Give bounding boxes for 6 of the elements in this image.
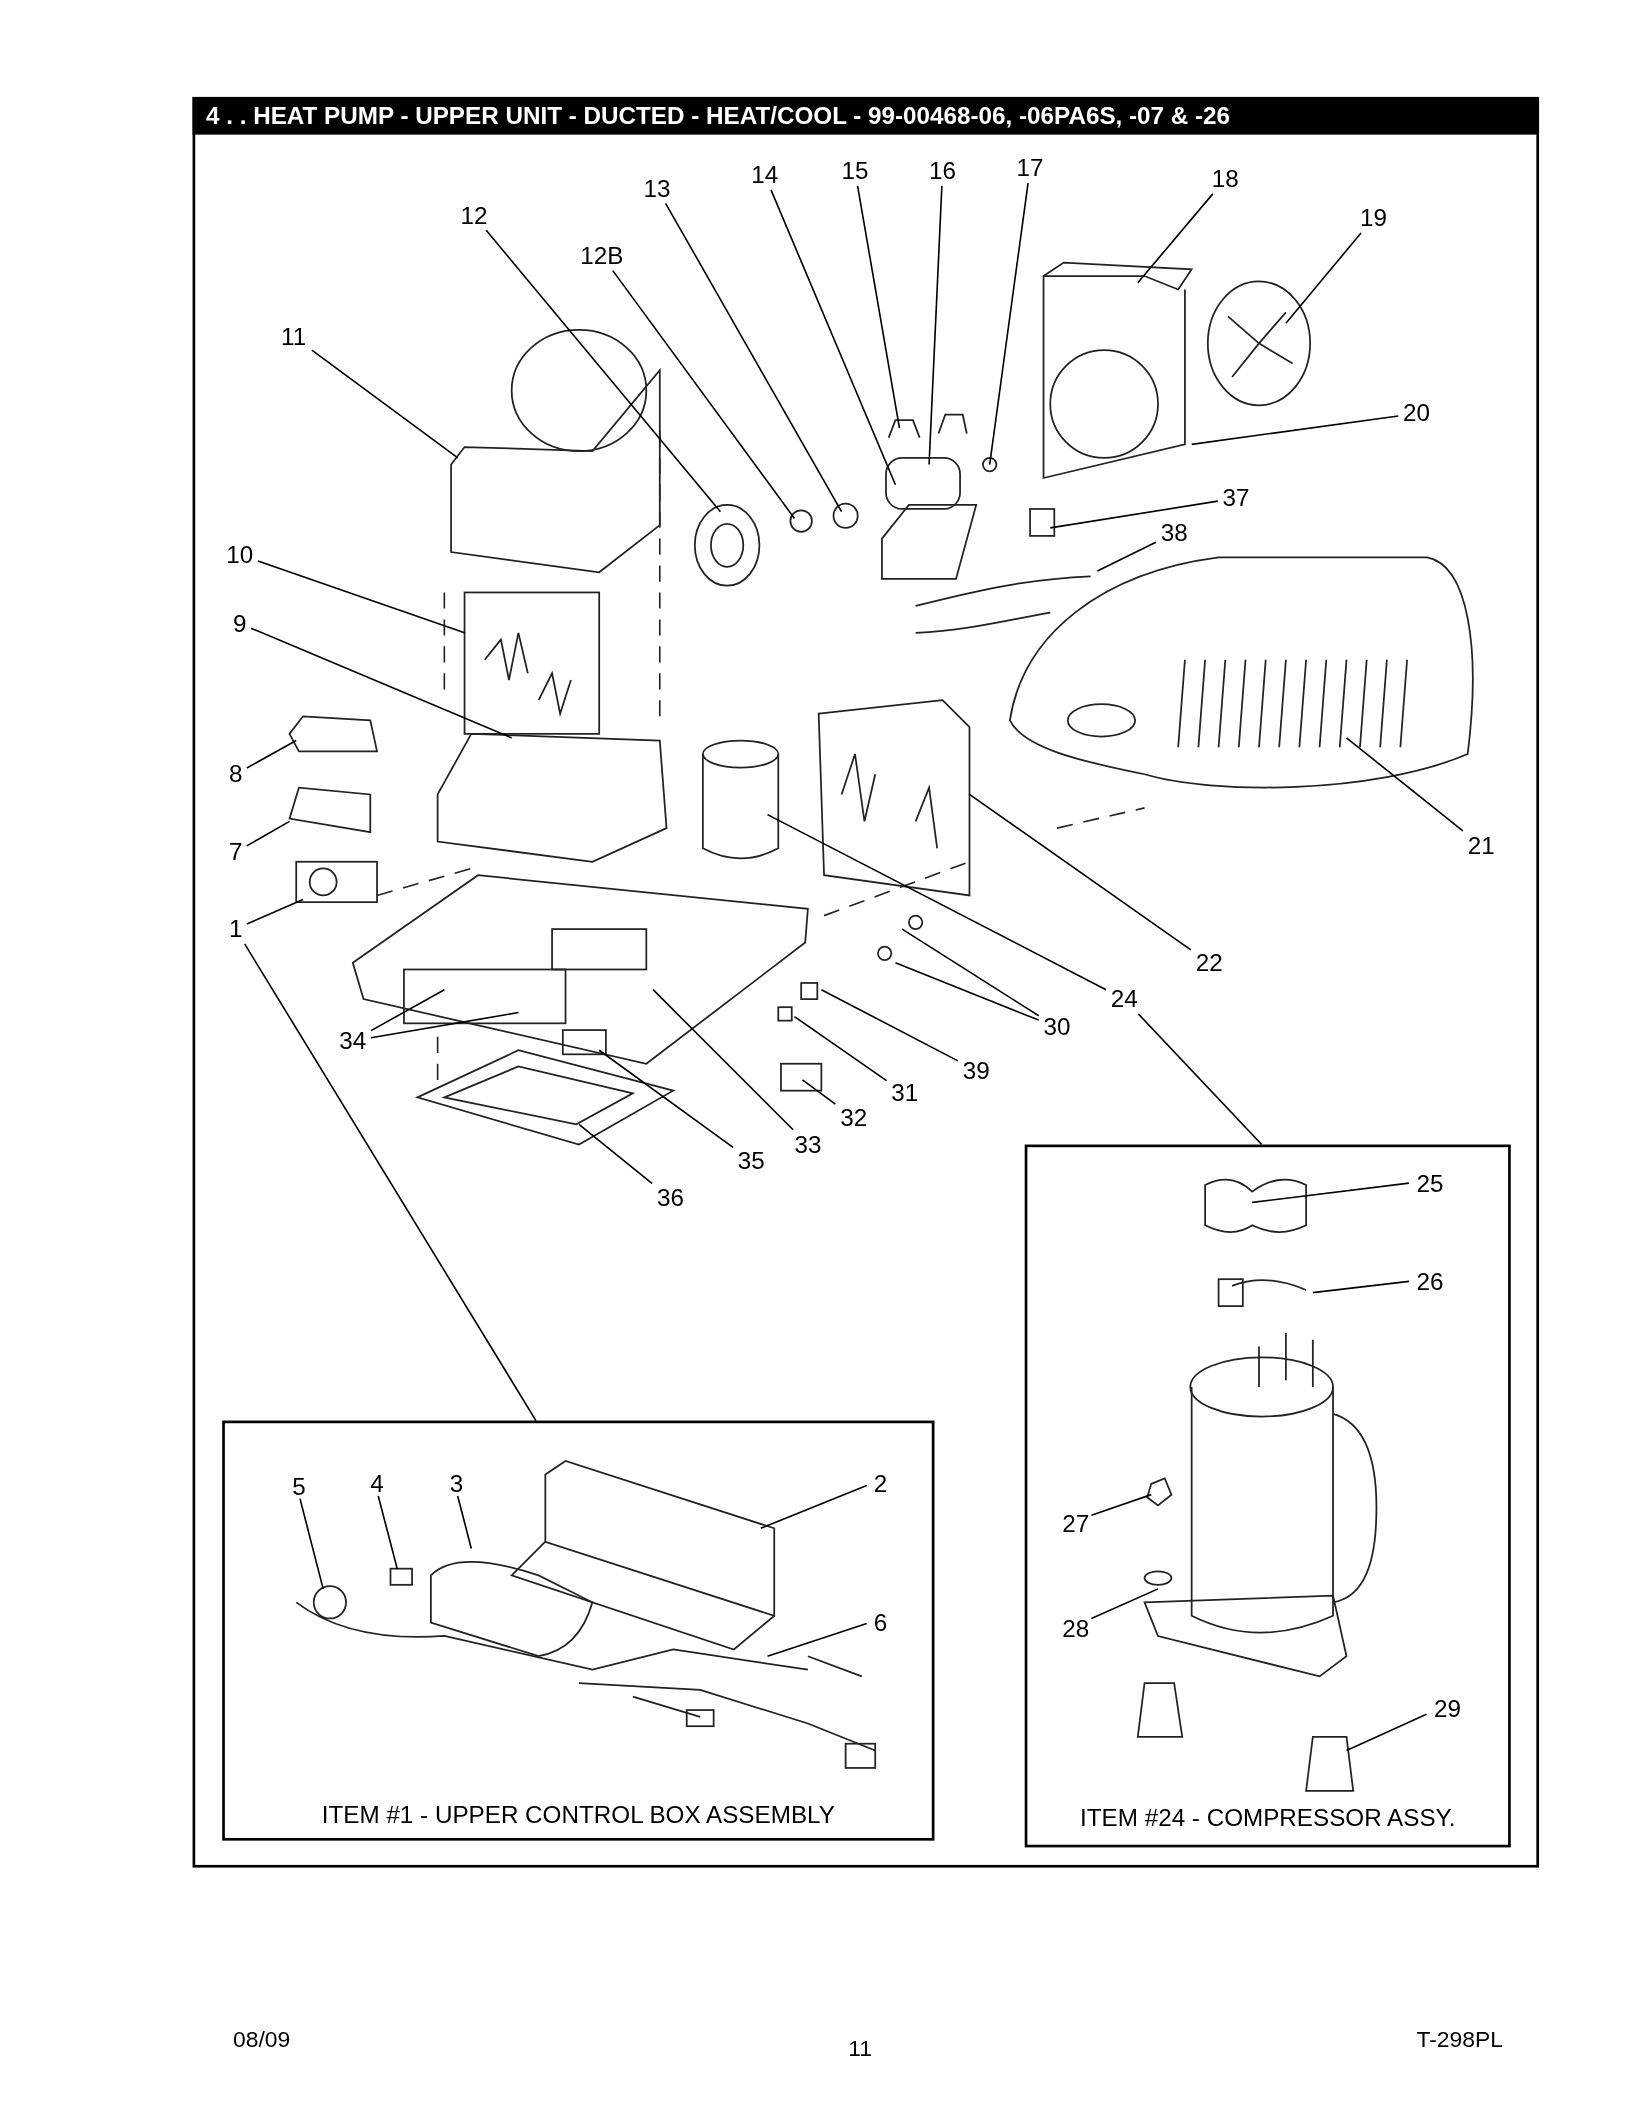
footer-text: T-298PL [1416, 2026, 1504, 2054]
title-bar: 4 . . HEAT PUMP - UPPER UNIT - DUCTED - HEAT/COOL - 99-00468-06, -06PA6S, -07 & -26 [192, 96, 1540, 135]
inset-caption: ITEM #24 - COMPRESSOR ASSY. [1079, 1804, 1457, 1833]
footer-text: 11 [848, 2035, 873, 2063]
footer-text: 08/09 [232, 2026, 291, 2054]
inset-caption: ITEM #1 - UPPER CONTROL BOX ASSEMBLY [320, 1801, 836, 1830]
